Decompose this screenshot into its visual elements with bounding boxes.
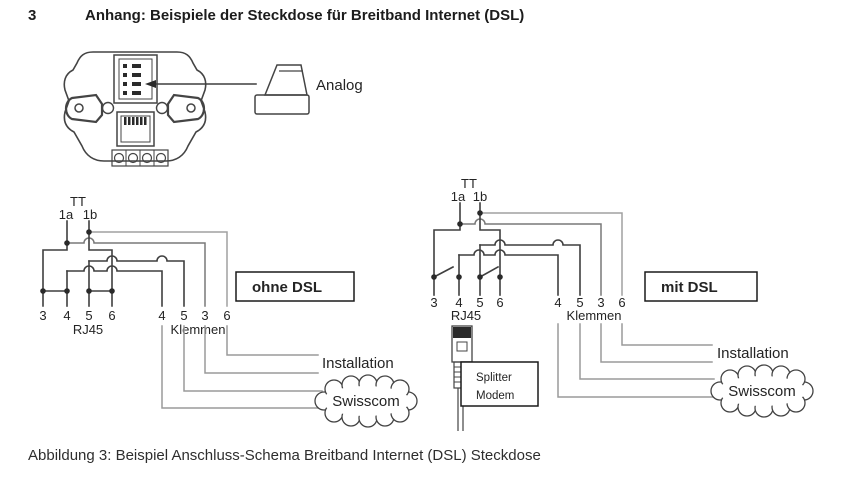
rj45-pin: 3 — [430, 295, 437, 310]
wire-1a-klemme3 — [459, 218, 602, 296]
rj45-pin: 5 — [476, 295, 483, 310]
switch-blade — [478, 265, 500, 279]
klemmen-label: Klemmen — [567, 308, 622, 323]
rj45-pin: 5 — [85, 308, 92, 323]
rj45-pin: 4 — [63, 308, 70, 323]
diagram-ohne-dsl: TT 1a 1b 3 4 5 6 RJ45 4 5 3 6 Klemmen oh… — [39, 194, 418, 428]
provider-label: Swisscom — [332, 393, 400, 410]
routing-lines — [161, 325, 323, 409]
klemmen-pin: 3 — [597, 295, 604, 310]
pair-1a-label: 1a — [59, 207, 74, 222]
diagram-mit-dsl: TT 1a 1b 3 4 5 6 RJ45 4 5 3 6 Klemmen mi… — [430, 176, 814, 431]
klemmen-pin: 3 — [201, 308, 208, 323]
pair-1b-label: 1b — [473, 189, 487, 204]
wire-1a-klemme3 — [66, 237, 206, 307]
provider-cloud: Swisscom — [314, 374, 418, 428]
screw-icon — [74, 103, 84, 113]
section-number: 3 — [28, 7, 37, 24]
switch-blade — [432, 265, 455, 279]
fixing-hole-right — [155, 101, 169, 115]
pair-1a-label: 1a — [451, 189, 466, 204]
rj45-label: RJ45 — [451, 308, 481, 323]
terminal-strip — [111, 149, 169, 167]
tt-label: TT — [461, 176, 477, 191]
wire-1b-klemme6 — [479, 212, 623, 296]
analog-plug-icon — [254, 64, 310, 115]
rj45-jack — [116, 111, 155, 147]
wires — [432, 202, 581, 296]
tt-label: TT — [70, 194, 86, 209]
page-title: Anhang: Beispiele der Steckdose für Brei… — [85, 7, 525, 24]
rj45-label: RJ45 — [73, 322, 103, 337]
pair-1b-label: 1b — [83, 207, 97, 222]
tt-contact-module — [113, 54, 158, 104]
variant-label: ohne DSL — [252, 279, 322, 296]
fixing-hole-left — [101, 101, 115, 115]
provider-label: Swisscom — [728, 383, 796, 400]
variant-box — [644, 271, 758, 302]
provider-cloud: Swisscom — [710, 364, 814, 418]
screw-icon — [186, 103, 196, 113]
rj45-pin: 4 — [455, 295, 462, 310]
mounting-wing-left — [64, 93, 104, 124]
socket-illustration: Analog — [63, 51, 363, 167]
klemmen-label: Klemmen — [171, 322, 226, 337]
splitter-label: Splitter — [476, 372, 512, 384]
figure-caption: Abbildung 3: Beispiel Anschluss-Schema B… — [28, 447, 541, 464]
modem-label: Modem — [476, 390, 514, 402]
rj45-pin: 6 — [496, 295, 503, 310]
klemmen-pin: 6 — [618, 295, 625, 310]
arrowhead-icon — [145, 80, 156, 88]
klemmen-pin: 5 — [576, 295, 583, 310]
rj45-pin: 6 — [108, 308, 115, 323]
splitter-modem-box: Splitter Modem — [460, 361, 539, 407]
junction-dots — [40, 229, 115, 294]
mounting-wing-right — [166, 93, 206, 124]
variant-label: mit DSL — [661, 279, 718, 296]
klemmen-pin: 4 — [158, 308, 165, 323]
routing-lines — [557, 323, 715, 398]
klemmen-pin: 4 — [554, 295, 561, 310]
junction-dots — [431, 210, 503, 280]
installation-label: Installation — [717, 345, 789, 362]
variant-box — [235, 271, 355, 302]
analog-label: Analog — [316, 77, 363, 94]
klemmen-pin: 5 — [180, 308, 187, 323]
wire-1b-klemme6 — [88, 231, 228, 307]
klemmen-pin: 6 — [223, 308, 230, 323]
installation-label: Installation — [322, 355, 394, 372]
rj45-pin: 3 — [39, 308, 46, 323]
